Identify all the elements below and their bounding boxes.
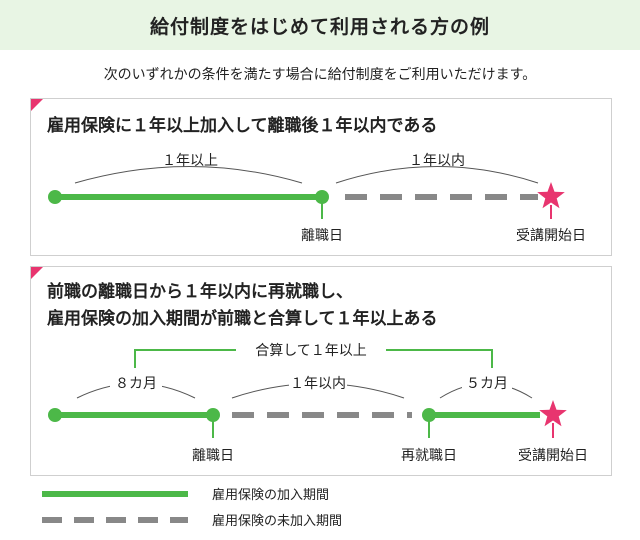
case-2-panel: 前職の離職日から１年以内に再就職し、 雇用保険の加入期間が前職と合算して１年以上… xyxy=(30,266,612,476)
brace-case1-enrolled xyxy=(74,166,303,184)
span-label-case2-gap: １年以内 xyxy=(290,376,346,392)
brace-case1-after xyxy=(335,166,539,184)
corner-marker xyxy=(31,99,43,111)
star-icon xyxy=(539,400,567,427)
corner-marker xyxy=(31,267,43,279)
course-start-label-case1: 受講開始日 xyxy=(516,228,586,244)
case-2-title-line-1: 前職の離職日から１年以内に再就職し、 xyxy=(47,282,353,302)
span-label-case1-after: １年以内 xyxy=(409,153,465,169)
combined-label: 合算して１年以上 xyxy=(255,343,367,359)
span-label-bg xyxy=(462,374,512,392)
combined-label-bg xyxy=(236,340,386,360)
course-start-label-case2: 受講開始日 xyxy=(518,448,588,464)
span-label-bg xyxy=(289,374,347,392)
span-label-case2-prev: ８カ月 xyxy=(115,376,157,392)
case-1-panel: 雇用保険に１年以上加入して離職後１年以内である xyxy=(30,98,612,256)
intro-text: 次のいずれかの条件を満たす場合に給付制度をご利用いただけます。 xyxy=(103,67,537,83)
reemploy-label-case2: 再就職日 xyxy=(401,448,457,464)
leave-label-case1: 離職日 xyxy=(301,227,343,244)
span-label-case2-new: ５カ月 xyxy=(466,376,508,392)
case-2-title-line-2: 雇用保険の加入期間が前職と合算して１年以上ある xyxy=(47,309,438,329)
start-point-case2 xyxy=(48,408,62,422)
span-label-case1-enrolled: １年以上 xyxy=(162,153,218,169)
leave-label-case2: 離職日 xyxy=(192,447,234,464)
page-title: 給付制度をはじめて利用される方の例 xyxy=(0,0,640,50)
case-1-title: 雇用保険に１年以上加入して離職後１年以内である xyxy=(47,116,438,136)
legend-unenrolled-label: 雇用保険の未加入期間 xyxy=(212,513,342,529)
star-icon xyxy=(537,182,565,209)
legend-enrolled-label: 雇用保険の加入期間 xyxy=(212,487,329,503)
span-label-bg xyxy=(110,374,162,392)
start-point-case1 xyxy=(48,190,62,204)
